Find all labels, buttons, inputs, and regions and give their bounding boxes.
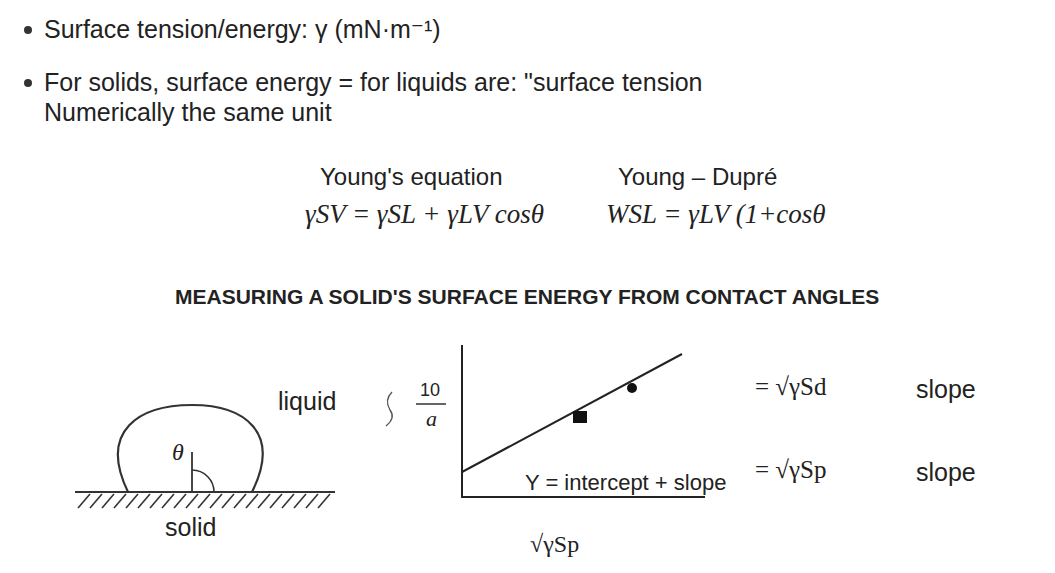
fraction-number: a	[426, 406, 437, 432]
y-axis	[461, 345, 463, 498]
bullet	[24, 26, 32, 34]
drop-label: liquid	[278, 386, 336, 416]
fit-line	[462, 354, 682, 472]
note-text: Numerically the same unit	[44, 97, 332, 127]
equation-name: Young's equation	[320, 163, 503, 192]
hatching	[78, 494, 330, 508]
angle-symbol: θ	[172, 438, 184, 467]
surface-label: solid	[165, 512, 216, 542]
term-label: = √γSd	[755, 372, 827, 402]
fraction-bar	[416, 403, 446, 405]
equation: γSV = γSL + γLV cosθ	[305, 198, 544, 230]
fraction-number: 10	[420, 380, 440, 402]
data-point	[573, 411, 587, 423]
angle-arc	[192, 470, 214, 492]
bullet-text: For solids, surface energy = for liquids…	[44, 67, 703, 97]
scribble	[386, 392, 392, 426]
equation: WSL = γLV (1+cosθ	[606, 198, 826, 230]
equation-name: Young – Dupré	[618, 163, 777, 192]
slope-label: slope	[916, 457, 976, 487]
equation-label: Y = intercept + slope	[522, 470, 729, 496]
axis-label: √γSp	[530, 530, 579, 559]
liquid-drop	[118, 405, 263, 492]
section-heading: MEASURING A SOLID'S SURFACE ENERGY FROM …	[175, 284, 879, 309]
bullet-text: Surface tension/energy: γ (mN·m⁻¹)	[44, 14, 441, 44]
data-point	[627, 383, 637, 393]
solid-surface	[75, 491, 335, 493]
term-label: = √γSp	[755, 455, 827, 485]
slope-label: slope	[916, 374, 976, 404]
bullet	[24, 79, 32, 87]
angle-leg	[191, 452, 193, 492]
